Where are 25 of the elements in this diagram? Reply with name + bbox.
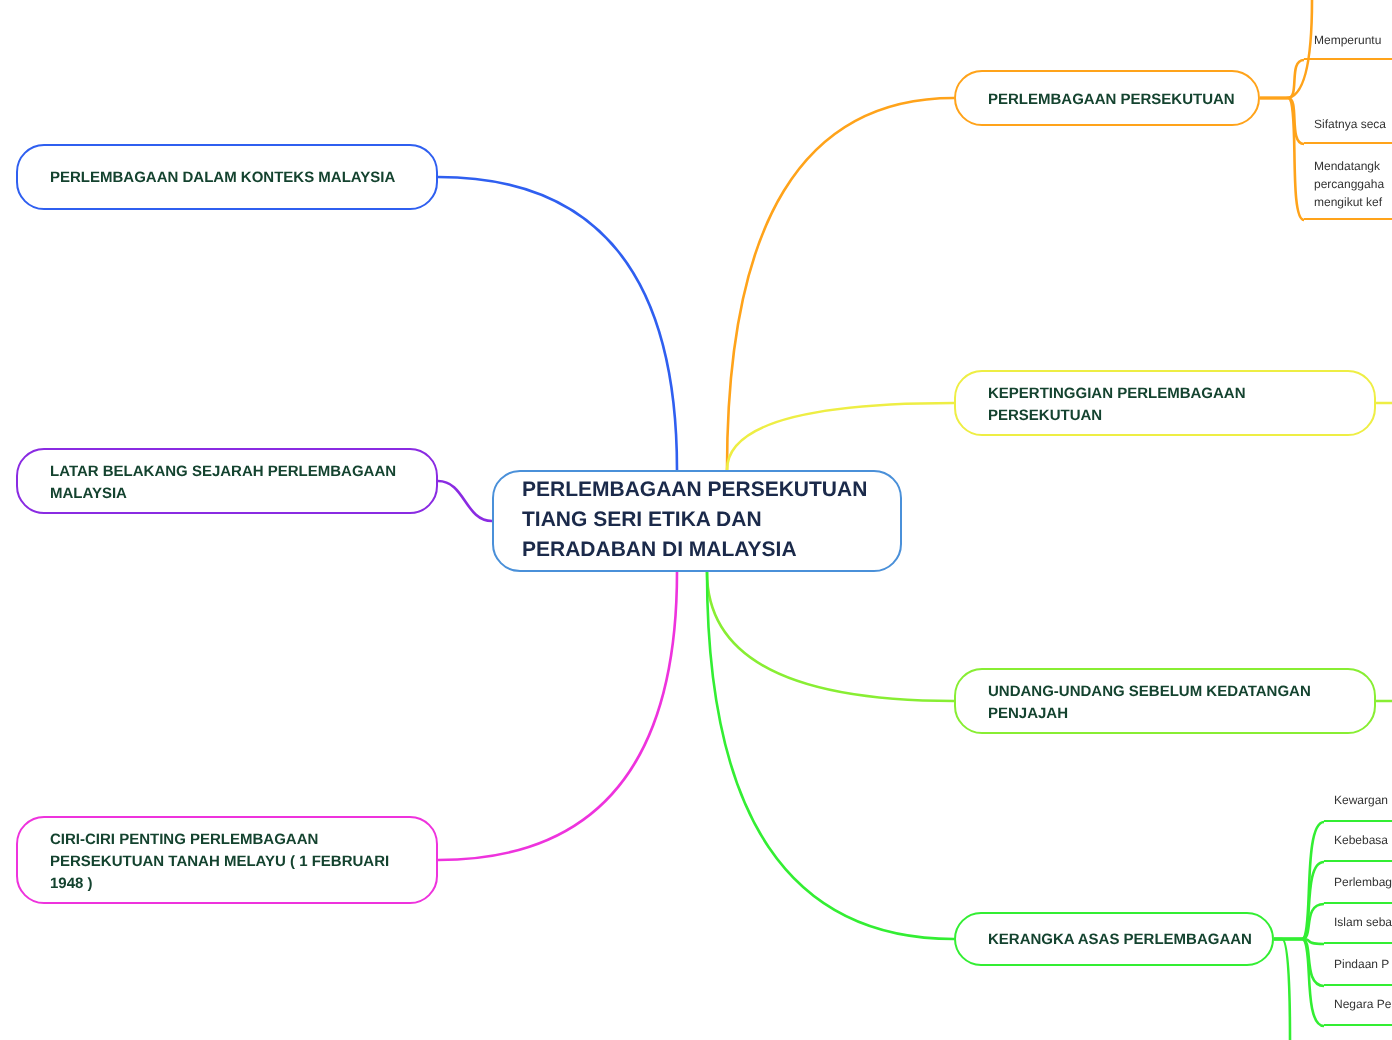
leaf-item [1324,876,1392,904]
connector-line [437,479,493,523]
branch-box [954,370,1376,436]
node-text: PERLEMBAGAAN PERSEKUTUAN TIANG SERI ETIKA DAN PERADABAN DI MALAYSIA [522,476,870,566]
topic-box [492,470,902,572]
branch-box [954,912,1274,966]
connector-line [705,571,955,941]
branch-box [16,448,438,514]
leaf-item [1304,118,1392,144]
leaf-item [1324,958,1392,986]
connector-line [437,175,679,471]
branch-box [954,70,1260,126]
leaf-item [1304,160,1392,220]
leaf-item [1324,834,1392,862]
leaf-item [1304,34,1392,60]
branch-box [954,668,1376,734]
connector-line [1274,937,1292,1040]
branch-box [16,816,438,904]
branch-box [16,144,438,210]
leaf-item [1324,916,1392,944]
connector-line [437,571,679,862]
leaf-item [1324,998,1392,1026]
leaf-item [1324,794,1392,822]
connector-line [1260,96,1305,222]
connector-line [725,401,954,471]
